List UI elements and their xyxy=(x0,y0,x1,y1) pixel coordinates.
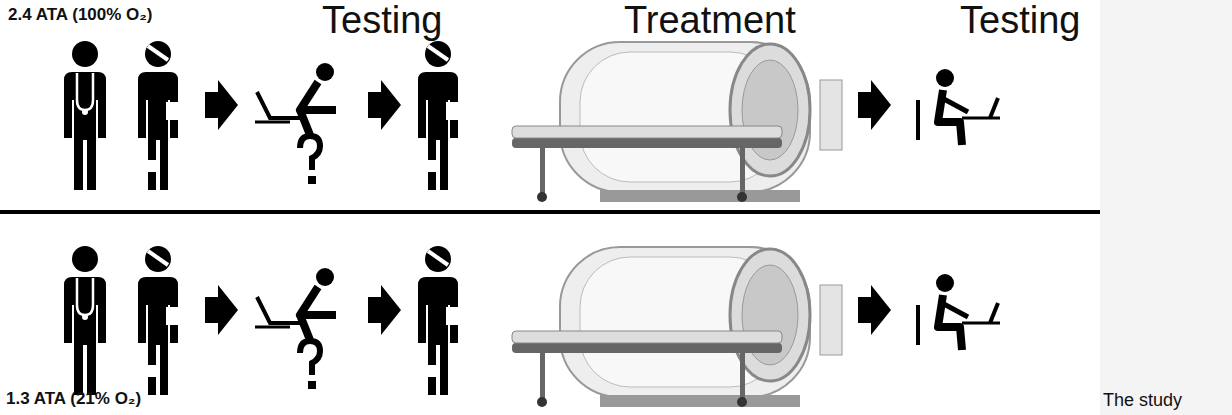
bottom-row xyxy=(64,246,1000,407)
side-panel xyxy=(1100,0,1232,415)
page-text: The study xyxy=(1103,391,1182,411)
group-label: 1.3 ATA (21% O₂) xyxy=(6,390,141,409)
top-row xyxy=(64,41,1000,202)
phase-header: Testing xyxy=(322,0,442,42)
group-label: 2.4 ATA (100% O₂) xyxy=(8,6,153,25)
phase-header: Testing xyxy=(960,0,1080,42)
phase-header: Treatment xyxy=(624,0,796,42)
divider-line xyxy=(0,210,1100,214)
